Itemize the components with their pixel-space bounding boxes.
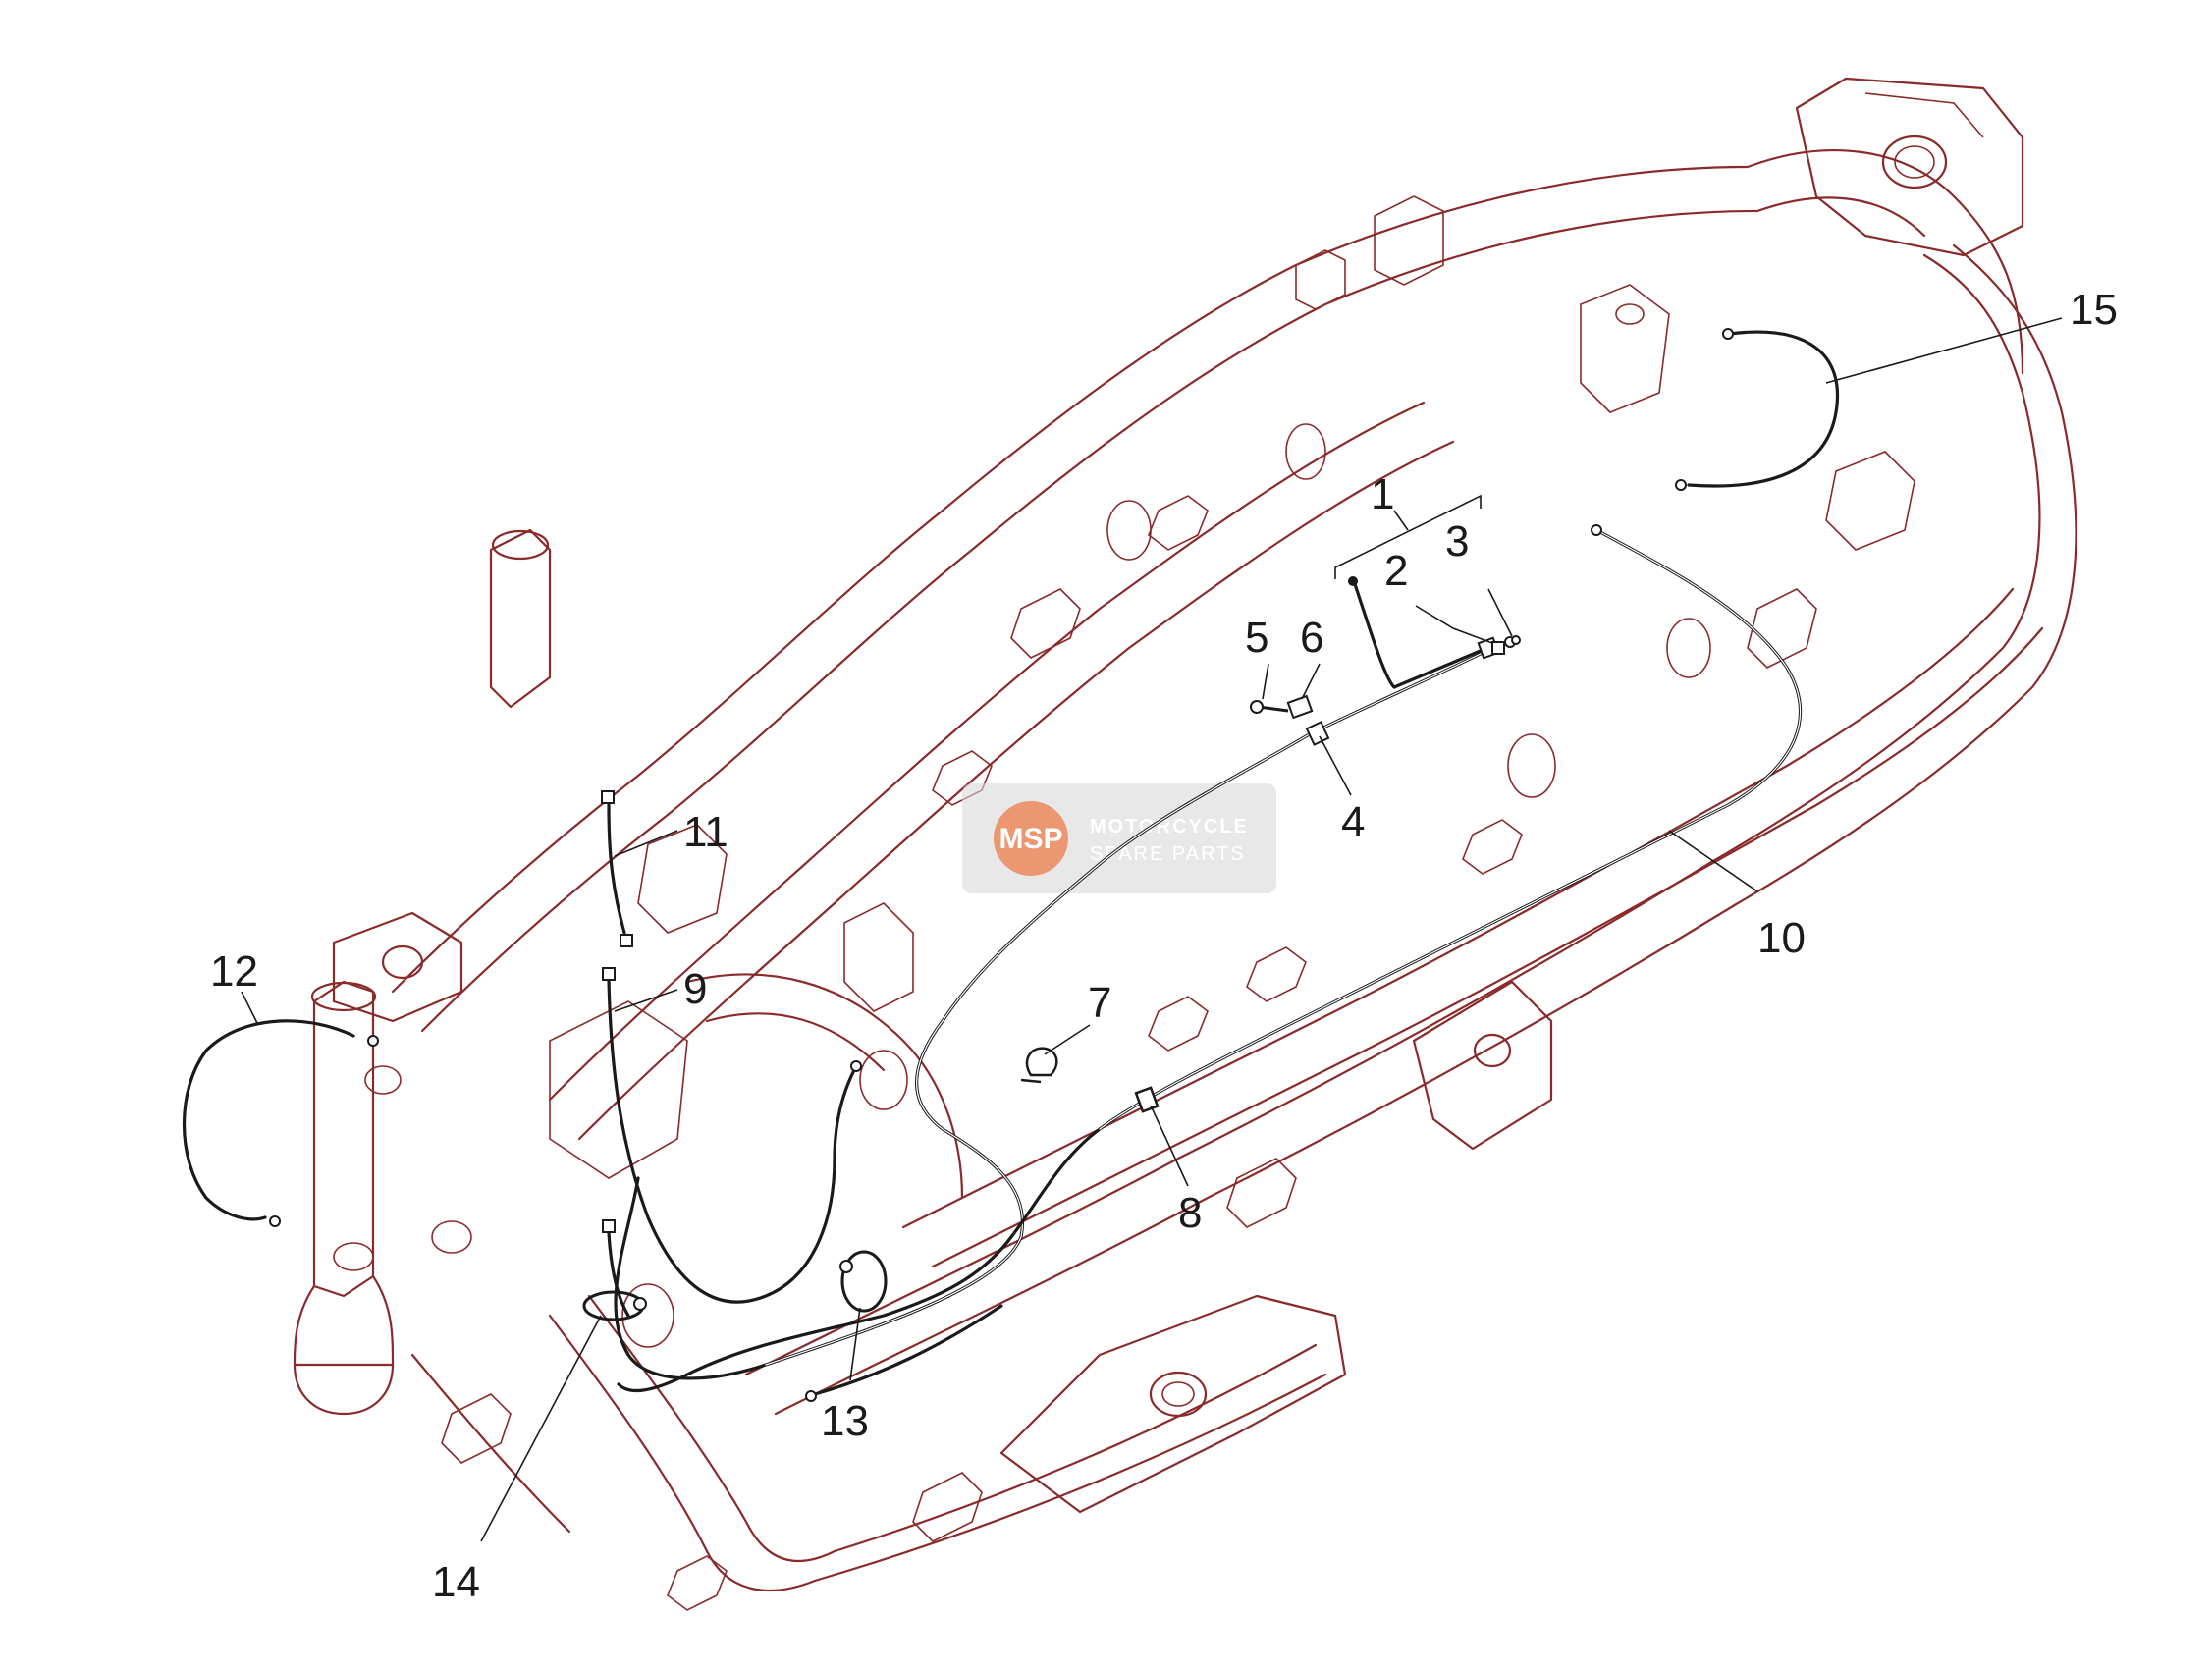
callout-7: 7 <box>1088 979 1111 1027</box>
callout-3: 3 <box>1445 517 1469 566</box>
callout-11: 11 <box>683 808 728 856</box>
clip-part-7 <box>1020 1047 1058 1084</box>
cable-part-15 <box>1675 328 1839 491</box>
watermark-logo-icon <box>994 801 1068 876</box>
nut-part-2 <box>1491 641 1505 655</box>
watermark-line1: MOTORCYCLE <box>1090 816 1249 837</box>
callout-9: 9 <box>683 965 707 1013</box>
cable-part-13 <box>805 1250 1003 1402</box>
callouts: 1 2 3 4 5 6 7 8 9 10 11 12 13 14 15 <box>210 286 2118 1606</box>
cable-part-10 <box>617 524 1803 1393</box>
callout-10: 10 <box>1757 914 1806 962</box>
cable-part-1 <box>1348 576 1396 689</box>
cable-part-12 <box>182 1019 379 1227</box>
callout-5: 5 <box>1245 614 1268 662</box>
leader-lines <box>241 317 2063 1542</box>
callout-4: 4 <box>1341 798 1365 846</box>
callout-8: 8 <box>1178 1189 1202 1237</box>
cable-part-9 <box>602 967 862 1304</box>
cables <box>182 328 1839 1402</box>
cable-part-11 <box>601 790 633 947</box>
callout-1: 1 <box>1371 470 1394 518</box>
callout-15: 15 <box>2070 286 2118 334</box>
bolt-part-5 <box>1250 700 1289 714</box>
watermark-logo-text: MSP <box>998 823 1062 855</box>
clip-part-6 <box>1286 694 1314 720</box>
scooter-frame <box>293 77 2077 1611</box>
cable-part-14 <box>582 1219 647 1321</box>
watermark-line2: SPARE PARTS <box>1090 843 1246 865</box>
callout-6: 6 <box>1300 614 1323 662</box>
watermark: MSP MOTORCYCLE SPARE PARTS <box>962 783 1276 893</box>
callout-12: 12 <box>210 947 258 996</box>
washer-part-3 <box>1511 635 1521 645</box>
clamp-part-8 <box>1134 1086 1160 1113</box>
clamp-part-4 <box>1305 721 1330 746</box>
callout-14: 14 <box>432 1558 480 1606</box>
callout-2: 2 <box>1384 547 1408 595</box>
callout-13: 13 <box>821 1397 869 1445</box>
cable-part-4 <box>614 646 1494 1380</box>
